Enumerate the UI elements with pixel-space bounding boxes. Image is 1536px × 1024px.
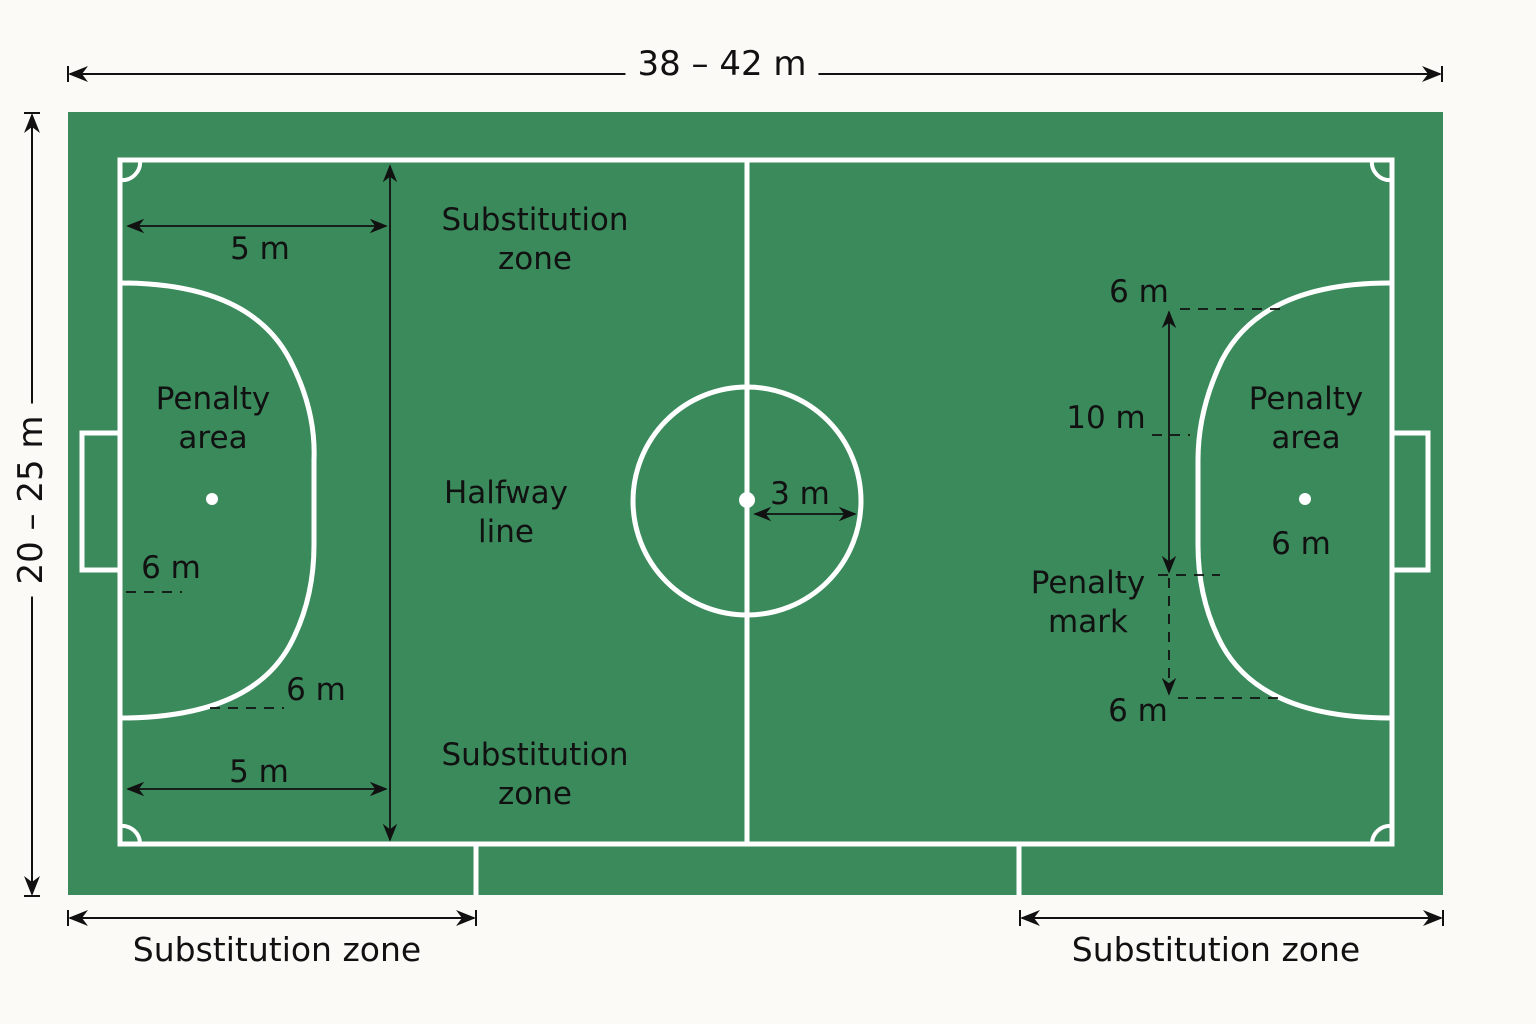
right-bottom-arc-label: 6 m — [1108, 693, 1168, 729]
substitution-zone-top-label: Substitution zone — [441, 202, 629, 277]
right-penalty-spot — [1299, 493, 1311, 505]
center-spot — [739, 492, 755, 508]
length-label: 38 – 42 m — [625, 44, 819, 84]
left-penalty-arc — [119, 280, 317, 721]
width-label: 20 – 25 m — [11, 403, 51, 597]
halfway-line-label: Halfway line — [444, 475, 568, 550]
left-arc-radius-label: 6 m — [286, 672, 346, 708]
center-circle-radius-label: 3 m — [770, 476, 830, 512]
left-goal — [79, 430, 123, 573]
left-bottom-5m-label: 5 m — [229, 754, 289, 790]
right-goal — [1389, 430, 1431, 573]
center-circle — [630, 384, 864, 618]
right-top-arc-label: 6 m — [1109, 274, 1169, 310]
left-top-5m-label: 5 m — [230, 231, 290, 267]
penalty-mark-label: Penalty mark — [1030, 565, 1146, 640]
right-penalty-area-label: Penalty area — [1248, 381, 1364, 456]
right-penalty-arc — [1195, 280, 1391, 721]
substitution-zone-bottom-label: Substitution zone — [441, 737, 629, 812]
left-penalty-spot — [206, 493, 218, 505]
right-penalty-mark-distance-label: 6 m — [1271, 526, 1331, 562]
court-surface — [68, 112, 1443, 895]
left-penalty-area-label: Penalty area — [155, 381, 271, 456]
substitution-zone-left-label: Substitution zone — [132, 930, 422, 969]
left-goal-distance-label: 6 m — [141, 550, 201, 586]
substitution-zone-right-label: Substitution zone — [1071, 930, 1361, 969]
right-goal-width-label: 10 m — [1066, 400, 1146, 436]
